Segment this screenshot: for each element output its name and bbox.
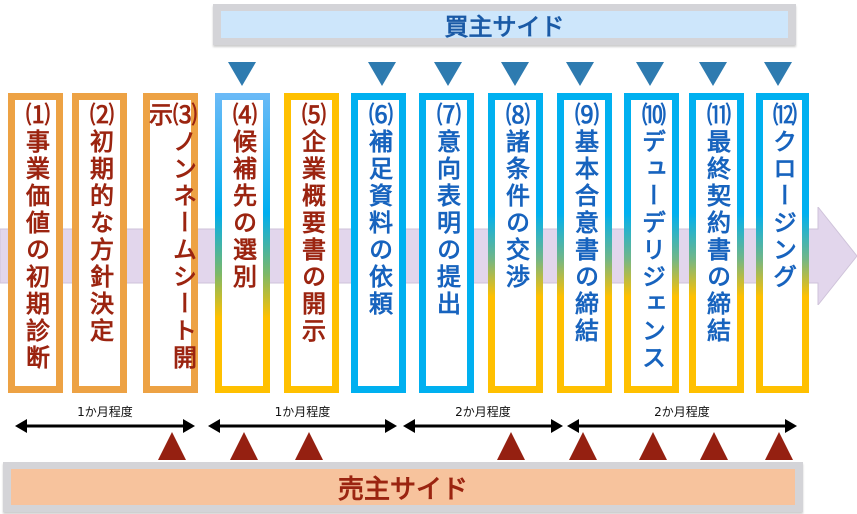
step-number: ⑵ bbox=[85, 102, 114, 129]
step-11-box: ⑾最終契約書の締結 bbox=[689, 93, 744, 393]
buyer-marker-icon bbox=[699, 62, 727, 86]
buyer-side-banner: 買主サイド bbox=[213, 4, 796, 45]
buyer-marker-icon bbox=[636, 62, 664, 86]
duration-label: 2か月程度 bbox=[455, 405, 511, 419]
duration-label: 1か月程度 bbox=[77, 405, 133, 419]
step-label: 候補先の選別 bbox=[228, 129, 257, 291]
step-label: 初期的な方針決定 bbox=[85, 129, 114, 345]
seller-marker-icon bbox=[158, 432, 186, 460]
step-label: 事業価値の初期診断 bbox=[21, 129, 50, 372]
buyer-marker-icon bbox=[368, 62, 396, 86]
duration-arrow-icon bbox=[567, 419, 797, 433]
duration-label: 1か月程度 bbox=[274, 405, 331, 419]
duration-label: 2か月程度 bbox=[654, 405, 710, 419]
step-12-box: ⑿クロージング bbox=[756, 93, 809, 393]
seller-marker-icon bbox=[230, 432, 258, 460]
buyer-marker-icon bbox=[228, 62, 256, 86]
step-number: ⑸ bbox=[297, 102, 326, 129]
seller-marker-icon bbox=[569, 432, 597, 460]
step-label: クロージング bbox=[768, 129, 797, 291]
step-2-box: ⑵初期的な方針決定 bbox=[72, 93, 127, 393]
seller-marker-icon bbox=[295, 432, 323, 460]
step-9-box: ⑼基本合意書の締結 bbox=[557, 93, 612, 393]
step-5-box: ⑸企業概要書の開示 bbox=[284, 93, 339, 393]
step-number: ⑷ bbox=[228, 102, 257, 129]
buyer-marker-icon bbox=[566, 62, 594, 86]
step-10-box: ⑽デューデリジェンス bbox=[624, 93, 679, 393]
step-6-box: ⑹補足資料の依頼 bbox=[351, 93, 406, 393]
step-7-box: ⑺意向表明の提出 bbox=[419, 93, 474, 393]
step-label: 諸条件の交渉 bbox=[501, 129, 530, 291]
seller-marker-icon bbox=[765, 432, 793, 460]
step-label: 基本合意書の締結 bbox=[570, 129, 599, 345]
step-label: 企業概要書の開示 bbox=[297, 129, 326, 345]
step-number: ⑴ bbox=[21, 102, 50, 129]
duration-arrow-icon bbox=[208, 419, 397, 433]
step-1-box: ⑴事業価値の初期診断 bbox=[8, 93, 63, 393]
step-number: ⑹ bbox=[364, 102, 393, 129]
seller-marker-icon bbox=[639, 432, 667, 460]
seller-marker-icon bbox=[700, 432, 728, 460]
duration-arrow-icon bbox=[403, 419, 563, 433]
step-number: ⑽ bbox=[637, 102, 666, 129]
step-label: 補足資料の依頼 bbox=[364, 129, 393, 318]
step-number: ⑼ bbox=[570, 102, 599, 129]
step-4-box: ⑷候補先の選別 bbox=[215, 93, 270, 393]
seller-side-banner: 売主サイド bbox=[3, 462, 803, 512]
duration-arrow-icon bbox=[15, 419, 195, 433]
step-number: ⑺ bbox=[432, 102, 461, 129]
step-label: デューデリジェンス bbox=[637, 129, 666, 372]
step-number: ⑻ bbox=[501, 102, 530, 129]
step-label: ノンネームシート開示 bbox=[144, 102, 197, 372]
buyer-marker-icon bbox=[764, 62, 792, 86]
step-label: 意向表明の提出 bbox=[432, 129, 461, 318]
step-number: ⑿ bbox=[768, 102, 797, 129]
step-8-box: ⑻諸条件の交渉 bbox=[488, 93, 543, 393]
step-number: ⑾ bbox=[702, 102, 731, 129]
buyer-marker-icon bbox=[501, 62, 529, 86]
seller-side-label: 売主サイド bbox=[11, 469, 795, 505]
buyer-marker-icon bbox=[434, 62, 462, 86]
seller-marker-icon bbox=[497, 432, 525, 460]
step-3-box: ⑶ノンネームシート開示 bbox=[143, 93, 198, 393]
buyer-side-label: 買主サイド bbox=[221, 11, 788, 41]
step-number: ⑶ bbox=[168, 102, 197, 129]
step-label: 最終契約書の締結 bbox=[702, 129, 731, 345]
